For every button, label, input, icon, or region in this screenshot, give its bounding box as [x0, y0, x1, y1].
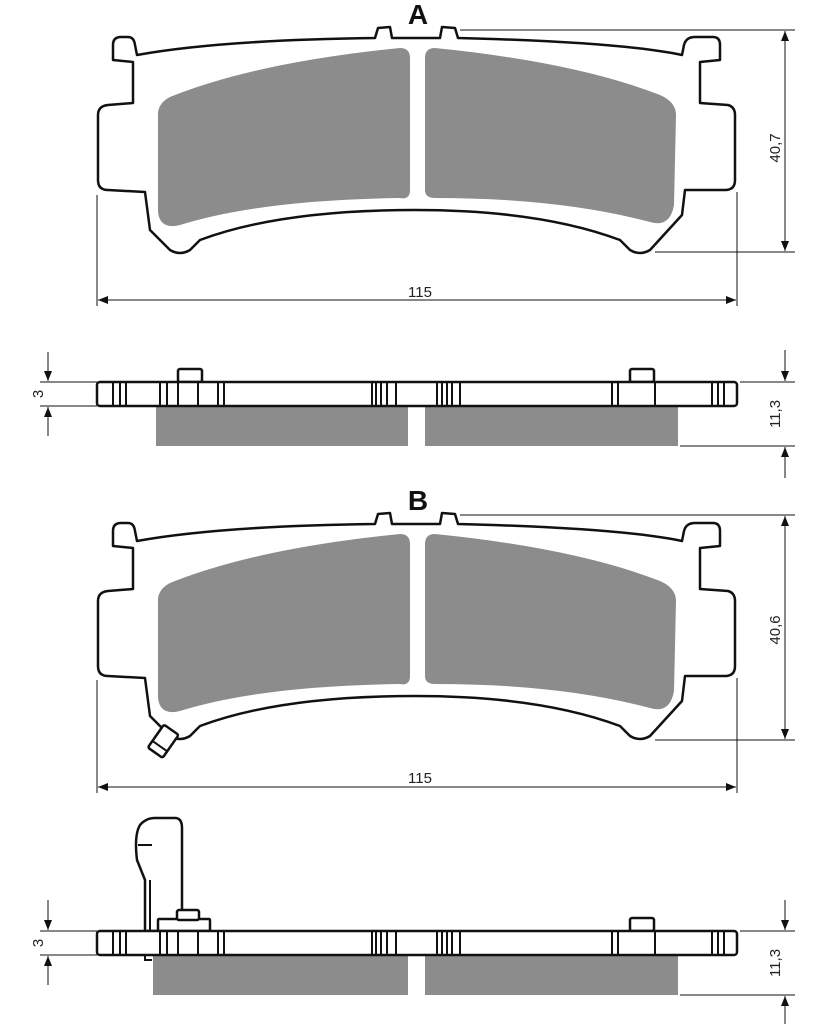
dimension-a-height [460, 29, 795, 253]
view-a-label: A [408, 0, 428, 30]
dimension-a-plate-label: 3 [30, 390, 47, 398]
wear-sensor-tab [147, 724, 180, 759]
dimension-b-width-label: 115 [408, 770, 432, 787]
dimension-a-total-label: 11,3 [767, 400, 784, 428]
pad-b-face-view [96, 511, 737, 759]
retaining-clip [134, 816, 212, 961]
dimension-b-total-label: 11,3 [767, 949, 784, 977]
dimension-b-total-thickness [680, 900, 795, 1024]
dimension-a-width-label: 115 [408, 284, 432, 301]
dimension-a-plate-thickness [40, 352, 97, 436]
dimension-b-plate-label: 3 [30, 939, 47, 947]
dimension-b-plate-thickness [40, 900, 97, 985]
pad-a-face-view [96, 25, 737, 255]
dimension-b-width [96, 678, 738, 793]
dimension-a-width [96, 192, 738, 306]
dimension-a-height-label: 40,7 [767, 133, 784, 162]
pad-a-side-view [95, 367, 739, 446]
dimension-a-total-thickness [680, 350, 795, 478]
pad-b-side-view [95, 816, 739, 995]
view-b-label: B [408, 485, 428, 516]
dimension-b-height-label: 40,6 [767, 615, 784, 644]
dimension-b-height [460, 514, 795, 741]
